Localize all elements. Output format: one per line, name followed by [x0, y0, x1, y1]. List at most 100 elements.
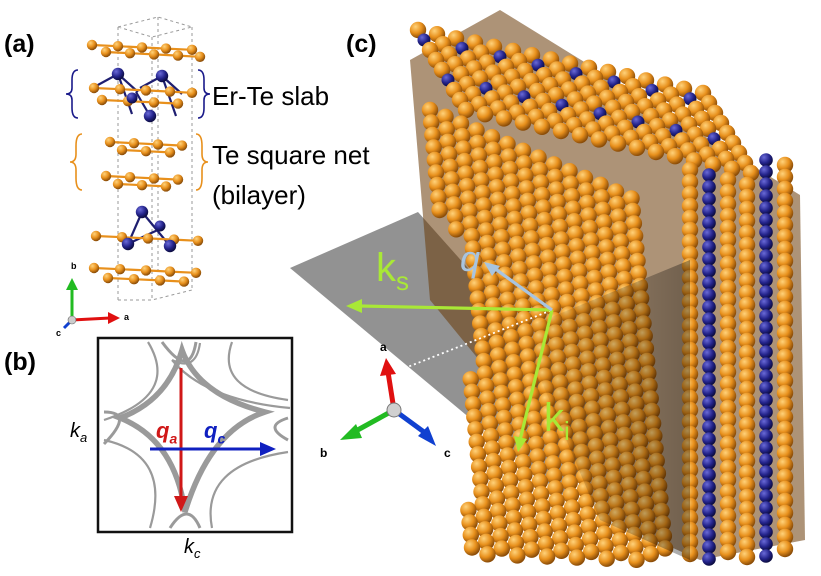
- te-atom: [537, 224, 554, 241]
- te-atom: [628, 240, 645, 257]
- te-atom: [738, 224, 756, 242]
- te-atom: [116, 144, 128, 156]
- te-atom: [531, 161, 548, 179]
- te-atom: [549, 505, 566, 522]
- net-right-brace: [195, 133, 209, 191]
- te-atom: [493, 540, 510, 557]
- er-atom: [702, 336, 716, 350]
- atoms-unit-cell: [86, 39, 206, 287]
- te-atom: [738, 320, 756, 338]
- te-atom: [555, 256, 572, 273]
- te-atom: [597, 226, 614, 243]
- te-atom: [561, 163, 578, 180]
- te-atom: [504, 185, 521, 203]
- te-atom: [487, 477, 504, 495]
- te-atom: [515, 454, 532, 471]
- k-s-vector: [346, 299, 553, 313]
- te-atom: [533, 118, 551, 135]
- te-atom: [472, 315, 489, 332]
- er-atom: [759, 489, 773, 503]
- te-atom: [570, 263, 588, 280]
- te-atom: [627, 539, 644, 556]
- te-atom: [114, 84, 126, 95]
- te-atom: [613, 245, 631, 263]
- te-atom: [477, 222, 495, 239]
- te-atom: [463, 539, 481, 556]
- te-atom: [738, 392, 756, 410]
- te-atom: [497, 422, 514, 439]
- te-atom: [719, 195, 737, 213]
- er-atom: [759, 261, 773, 275]
- te-atom: [776, 324, 794, 342]
- er-atom: [759, 369, 773, 383]
- te-atom: [776, 240, 794, 258]
- te-atom: [719, 411, 737, 429]
- te-atom: [427, 164, 445, 181]
- te-atom: [530, 460, 547, 478]
- te-atom: [164, 86, 176, 97]
- te-atom: [526, 267, 544, 284]
- te-atom: [160, 181, 172, 192]
- te-atom: [776, 384, 794, 402]
- te-atom: [445, 196, 463, 213]
- te-atom: [594, 201, 612, 218]
- q-vector: [484, 262, 553, 312]
- te-atom: [128, 274, 140, 285]
- panel-b-fermi-surface: [96, 336, 294, 534]
- te-atom: [443, 171, 460, 188]
- te-atom: [625, 215, 643, 232]
- te-atom: [719, 339, 737, 357]
- te-atom: [719, 531, 737, 549]
- te-atom: [537, 535, 555, 553]
- te-atom: [776, 288, 794, 306]
- er-atom: [126, 92, 138, 104]
- te-atom: [505, 509, 522, 527]
- te-atom: [470, 458, 488, 475]
- te-atom: [719, 171, 737, 189]
- te-atom: [501, 472, 519, 489]
- te-atom: [738, 176, 756, 194]
- te-atom: [160, 43, 172, 54]
- te-atom: [568, 238, 585, 255]
- te-atom: [533, 186, 551, 204]
- te-atom: [738, 272, 756, 290]
- er-atom: [702, 384, 716, 398]
- er-atom: [702, 456, 716, 470]
- te-atom: [461, 202, 478, 220]
- te-atom: [112, 178, 124, 190]
- te-atom: [468, 277, 485, 295]
- te-atom: [567, 225, 584, 242]
- te-atom: [545, 156, 563, 173]
- te-atom: [738, 200, 756, 218]
- te-atom: [738, 356, 756, 374]
- te-atom: [541, 417, 558, 434]
- er-atom: [759, 477, 773, 491]
- te-atom: [597, 538, 614, 555]
- te-atom: [507, 223, 525, 240]
- te-atom: [478, 377, 495, 395]
- te-atom: [681, 197, 699, 215]
- er-atom: [759, 153, 773, 167]
- te-atom: [776, 492, 794, 510]
- te-atom: [501, 316, 519, 333]
- te-atom: [506, 366, 523, 383]
- er-atom: [759, 513, 773, 527]
- er-atom: [702, 312, 716, 326]
- panel-label-a: (a): [4, 30, 35, 58]
- te-atom: [172, 98, 184, 109]
- te-atom: [493, 384, 510, 402]
- er-atom: [759, 417, 773, 431]
- te-atom: [611, 532, 628, 549]
- er-atom: [111, 67, 125, 81]
- te-atom: [479, 234, 496, 252]
- te-atom: [96, 94, 108, 106]
- te-atom: [607, 183, 625, 200]
- te-atom: [776, 156, 794, 174]
- ki-label: ki: [544, 396, 570, 446]
- te-atom: [719, 387, 737, 405]
- te-atom: [526, 423, 544, 440]
- te-atom: [517, 479, 534, 496]
- te-atom: [559, 449, 576, 466]
- te-atom: [738, 260, 756, 278]
- te-atom: [719, 303, 737, 321]
